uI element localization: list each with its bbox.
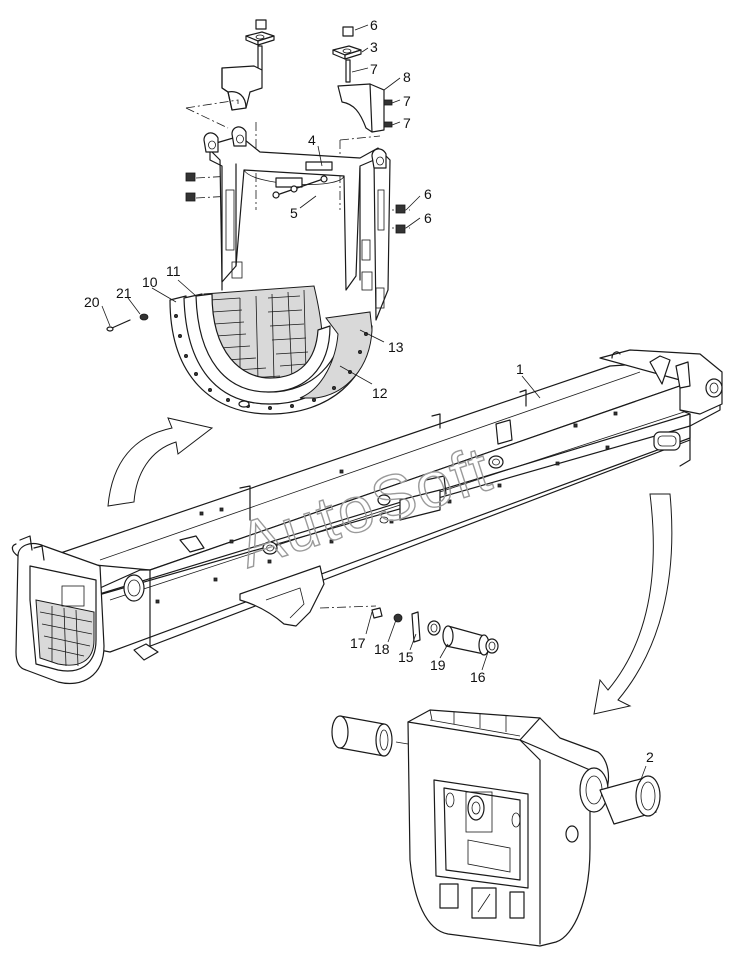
boom-rivets xyxy=(155,411,618,604)
callout-17: 17 xyxy=(350,635,366,651)
head-assembly xyxy=(331,709,661,947)
callout-6b: 6 xyxy=(424,186,432,202)
top-right-bolt-plate xyxy=(332,26,362,83)
callout-7a: 7 xyxy=(370,61,378,77)
liner-slats xyxy=(209,289,309,381)
callout-2: 2 xyxy=(646,749,654,765)
curved-arrow-up-icon xyxy=(107,417,214,507)
callout-20: 20 xyxy=(84,294,100,310)
callout-1: 1 xyxy=(516,361,524,377)
callout-3: 3 xyxy=(370,39,378,55)
callout-16: 16 xyxy=(470,669,486,685)
leader-lines xyxy=(101,24,647,783)
main-boom-1 xyxy=(11,349,723,684)
callout-19: 19 xyxy=(430,657,446,673)
direction-arrows xyxy=(107,417,673,715)
curved-arrow-down-icon xyxy=(593,493,673,715)
callout-11: 11 xyxy=(166,263,181,279)
callout-13: 13 xyxy=(388,339,404,355)
callout-12: 12 xyxy=(372,385,388,401)
pin-assembly xyxy=(319,605,499,656)
callout-10: 10 xyxy=(142,274,158,290)
callout-5: 5 xyxy=(290,205,298,221)
callout-6c: 6 xyxy=(424,210,432,226)
callout-15: 15 xyxy=(398,649,414,665)
top-left-bolt-plate xyxy=(245,19,275,71)
callout-7b: 7 xyxy=(403,93,411,109)
right-bracket-8 xyxy=(337,83,393,133)
callout-21: 21 xyxy=(116,285,132,301)
callout-4: 4 xyxy=(308,132,316,148)
callout-labels: 6 3 7 8 7 7 4 5 6 6 20 21 10 11 13 12 1 … xyxy=(84,17,654,765)
ring-bolt-holes xyxy=(173,313,368,410)
callout-18: 18 xyxy=(374,641,390,657)
callout-8: 8 xyxy=(403,69,411,85)
liner-assembly xyxy=(106,285,373,415)
callout-7c: 7 xyxy=(403,115,411,131)
left-bracket xyxy=(221,65,263,111)
callout-6a: 6 xyxy=(370,17,378,33)
u-frame-assembly xyxy=(185,19,410,321)
